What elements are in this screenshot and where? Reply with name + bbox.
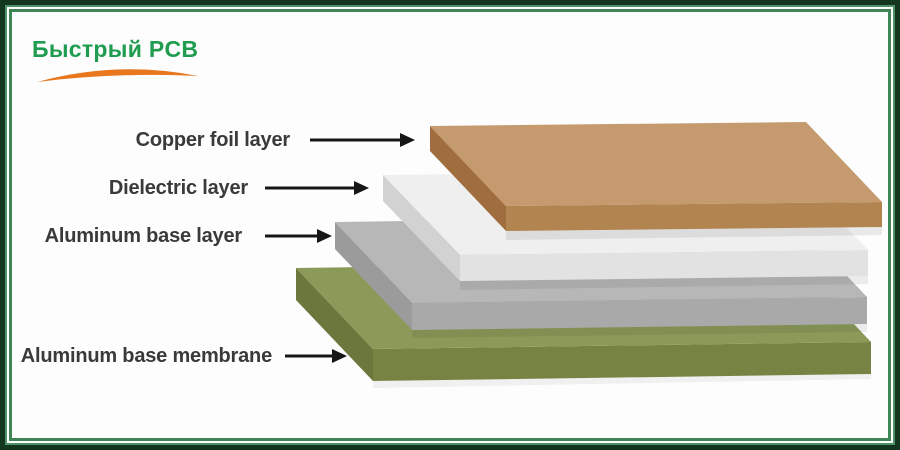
copper-arrow-head: [400, 133, 415, 147]
membrane-side-face: [296, 268, 373, 381]
dielectric-arrow: [265, 181, 369, 195]
membrane-arrow-head: [332, 349, 347, 363]
dielectric-arrow-head: [354, 181, 369, 195]
base-arrow-head: [317, 229, 332, 243]
base-front-face: [412, 297, 867, 330]
copper-drop-shadow: [506, 227, 882, 240]
base-layer-drop-shadow: [412, 324, 867, 338]
layer-copper-foil: [430, 122, 882, 231]
brand-logo-text: Быстрый PCB: [32, 36, 199, 62]
label-aluminum-base: Aluminum base layer: [44, 225, 243, 247]
dielectric-front-face: [460, 250, 868, 281]
dielectric-drop-shadow: [460, 276, 868, 290]
logo-swoosh-icon: [37, 69, 198, 82]
copper-arrow: [310, 133, 415, 147]
membrane-front-face: [373, 342, 871, 381]
label-copper-foil: Copper foil layer: [135, 129, 291, 151]
dielectric-side-face: [383, 175, 460, 281]
base-side-face: [335, 222, 412, 330]
copper-side-face: [430, 126, 506, 231]
label-aluminum-membrane: Aluminum base membrane: [20, 345, 272, 367]
copper-front-face: [506, 202, 882, 231]
membrane-arrow: [285, 349, 347, 363]
annotation-arrows: [265, 133, 415, 363]
base-arrow: [265, 229, 332, 243]
membrane-drop-shadow: [373, 374, 871, 388]
copper-top-face: [430, 122, 882, 206]
label-dielectric: Dielectric layer: [108, 177, 248, 199]
